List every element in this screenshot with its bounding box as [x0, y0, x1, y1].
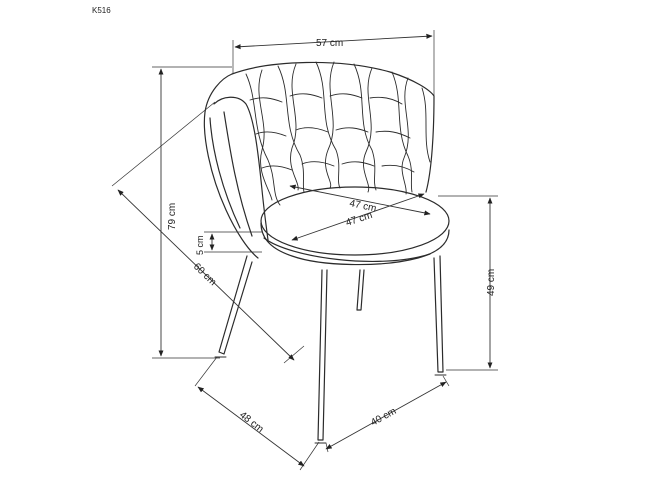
seat-depth-label: 47 cm	[345, 210, 374, 229]
seat-thickness-label: 5 cm	[195, 235, 205, 255]
width-label: 57 cm	[316, 38, 343, 49]
dimension-lines	[111, 30, 498, 471]
seat-height-label: 49 cm	[486, 269, 497, 296]
chair-illustration	[203, 61, 450, 444]
base-width-label: 40 cm	[369, 406, 398, 429]
depth-label: 60 cm	[191, 261, 218, 288]
height-label: 79 cm	[167, 203, 178, 230]
model-code-label: K516	[92, 6, 111, 15]
braid-pattern	[245, 61, 431, 206]
base-depth-label: 48 cm	[237, 410, 265, 435]
